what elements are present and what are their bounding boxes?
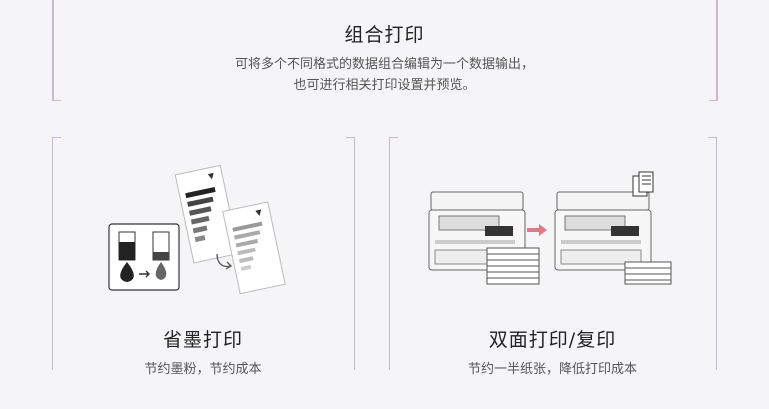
card1-corner-tr <box>346 137 355 370</box>
top-left-line <box>52 0 54 100</box>
top-right-corner <box>709 88 718 101</box>
printer-icon <box>428 191 526 271</box>
card1-desc: 节约墨粉，节约成本 <box>144 362 262 377</box>
card2-title: 双面打印/复印 <box>488 329 617 351</box>
card2-corner-tl <box>389 137 398 370</box>
card1-corner-tl <box>52 137 61 370</box>
top-right-line <box>716 0 718 100</box>
section-desc-line1: 可将多个不同格式的数据组合编辑为一个数据输出， <box>234 57 534 72</box>
toner-saving-illustration <box>108 164 286 295</box>
card2-corner-tr <box>708 137 717 370</box>
printer-icon-2 <box>554 191 652 271</box>
card2-desc: 节约一半纸张，降低打印成本 <box>467 362 637 377</box>
top-left-corner <box>52 88 61 101</box>
section-title: 组合打印 <box>344 24 425 46</box>
duplex-printing-illustration <box>428 171 672 285</box>
card1-title: 省墨打印 <box>162 329 243 351</box>
section-desc-line2: 也可进行相关打印设置并预览。 <box>293 78 476 93</box>
